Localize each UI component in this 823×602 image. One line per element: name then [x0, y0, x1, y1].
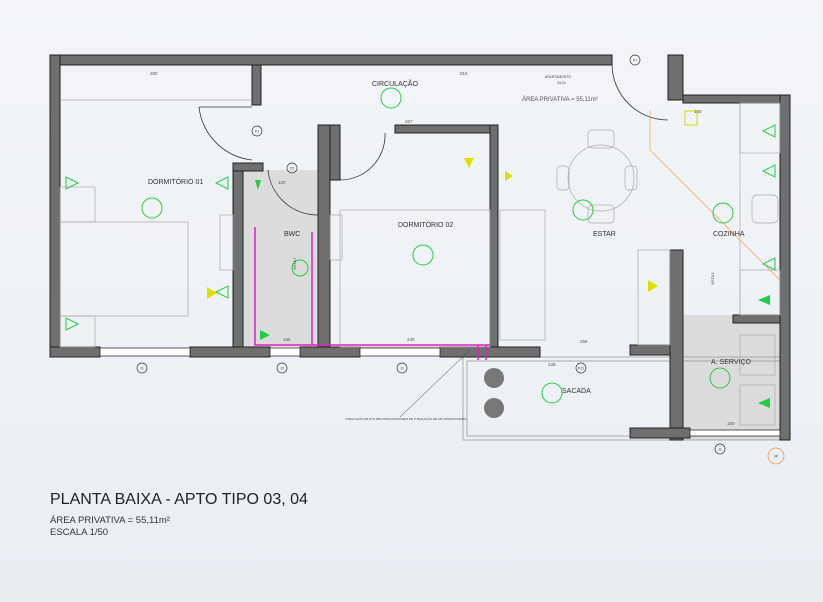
dim-150: 150 [727, 421, 735, 426]
apartment-number: 03,04 [557, 81, 566, 85]
doors [198, 64, 669, 216]
walls [49, 54, 791, 441]
room-area-servico: A. SERVIÇO [711, 359, 751, 366]
room-bwc: BWC [284, 231, 300, 238]
tag-p1-entry: P1 [633, 59, 637, 63]
dim-165-bwc: 165 [283, 337, 291, 342]
note-leader [399, 349, 471, 418]
drawing-area: ÁREA PRIVATIVA = 55,11m² [50, 515, 170, 526]
windows [99, 347, 781, 437]
room-dormitorio-01: DORMITÓRIO 01 [148, 177, 203, 186]
dim-120: 120 [278, 180, 286, 185]
tag-markers [136, 54, 785, 465]
drawing-scale: ESCALA 1/50 [50, 527, 109, 538]
room-dormitorio-02: DORMITÓRIO 02 [398, 220, 453, 229]
vista-1: VISTA 1 [293, 257, 297, 270]
room-sacada: SACADA [562, 388, 591, 395]
switch-icons [207, 110, 698, 299]
dim-258: 258 [580, 339, 588, 344]
apartment-label: APARTAMENTO [545, 75, 571, 79]
outlet-icons-filled [255, 180, 770, 408]
room-circulacao: CIRCULAÇÃO [372, 79, 418, 88]
tag-vp: VP [774, 455, 779, 459]
tag-j1-service: J1 [718, 448, 722, 452]
dim-240: 240 [407, 337, 415, 342]
dim-815: 815 [460, 71, 468, 76]
tag-j2: J2 [280, 367, 284, 371]
gas-pipes [254, 227, 490, 360]
dim-267: 267 [405, 119, 413, 124]
tag-j1: J1 [140, 367, 144, 371]
apartment-area: ÁREA PRIVATIVA = 55,11m² [522, 96, 598, 103]
room-estar: ESTAR [593, 231, 616, 238]
room-cozinha: COZINHA [713, 231, 745, 238]
ac-condensers [484, 368, 504, 418]
pipe-note: TUBULAÇÃO DE PVC Ø50 PARA PASSAGEM DE TU… [345, 416, 467, 421]
drawing-title: PLANTA BAIXA - APTO TIPO 03, 04 [50, 491, 308, 508]
gas-line [649, 110, 781, 281]
service-floor [683, 315, 780, 440]
dim-238: 238 [548, 362, 556, 367]
vista-2: VISTA 2 [711, 272, 715, 285]
outlet-icons [65, 124, 776, 331]
tag-j1-dorm2: J1 [400, 367, 404, 371]
furniture [59, 99, 781, 426]
light-points [141, 87, 734, 404]
dim-165-kitchen: 165 [694, 109, 702, 114]
tag-p1: P1 [255, 130, 259, 134]
tag-pj1: PJ1 [578, 367, 584, 371]
dim-280: 280 [150, 71, 158, 76]
tag-p2: P2 [290, 167, 294, 171]
